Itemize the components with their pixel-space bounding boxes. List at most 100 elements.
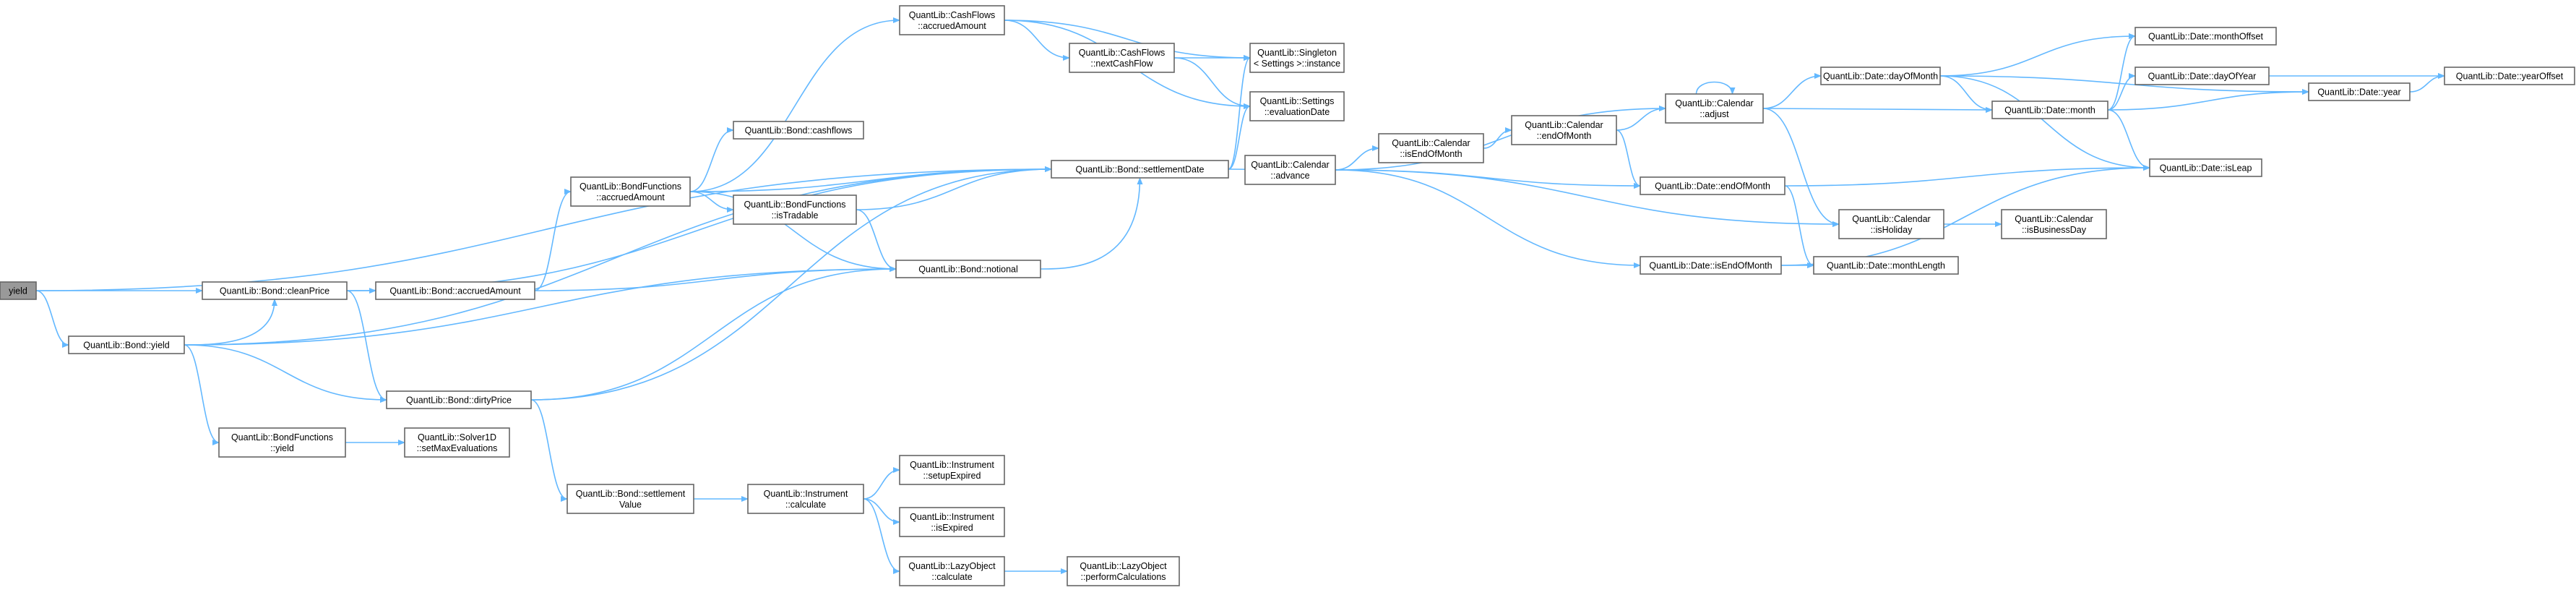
- node-label: QuantLib::Solver1D: [418, 432, 496, 442]
- node-instrument-setupExpired[interactable]: QuantLib::Instrument::setupExpired: [899, 455, 1005, 485]
- node-date-monthOffset[interactable]: QuantLib::Date::monthOffset: [2135, 27, 2277, 46]
- edge-calendar_advance-to-calendar_isHoliday: [1335, 169, 1840, 227]
- node-box: [1051, 160, 1229, 179]
- node-box: [1244, 155, 1336, 185]
- node-lazyobject-calculate[interactable]: QuantLib::LazyObject::calculate: [899, 556, 1005, 586]
- node-calendar-advance[interactable]: QuantLib::Calendar::advance: [1244, 155, 1336, 185]
- node-label: QuantLib::Instrument: [910, 460, 994, 470]
- node-label: QuantLib::Instrument: [910, 512, 994, 522]
- node-label: QuantLib::Date::endOfMonth: [1655, 181, 1770, 192]
- node-date-dayOfYear[interactable]: QuantLib::Date::dayOfYear: [2135, 67, 2270, 85]
- edge-bond_yield-to-bond_settlementDate: [184, 166, 1052, 346]
- node-box: [1069, 43, 1175, 73]
- node-bond-notional[interactable]: QuantLib::Bond::notional: [895, 260, 1041, 278]
- node-instrument-calculate[interactable]: QuantLib::Instrument::calculate: [747, 484, 864, 514]
- edge-date_dayOfMonth-to-date_isLeap: [1939, 75, 2150, 171]
- node-label: ::setupExpired: [923, 471, 981, 481]
- node-box: [1813, 256, 1959, 275]
- node-label: QuantLib::Calendar: [1852, 214, 1930, 224]
- node-bondfunctions-isTradable[interactable]: QuantLib::BondFunctions::isTradable: [733, 194, 857, 225]
- node-bond-settlementDate[interactable]: QuantLib::Bond::settlementDate: [1051, 160, 1229, 179]
- node-label: QuantLib::CashFlows: [1079, 48, 1166, 58]
- node-label: QuantLib::Bond::dirtyPrice: [406, 396, 512, 406]
- node-box: [899, 5, 1005, 35]
- node-bondfunctions-accruedAmount[interactable]: QuantLib::BondFunctions::accruedAmount: [570, 176, 691, 207]
- node-yield-root[interactable]: yield: [0, 281, 37, 300]
- node-box: [1378, 133, 1484, 163]
- node-label: QuantLib::Bond::yield: [83, 341, 170, 351]
- node-date-yearOffset[interactable]: QuantLib::Date::yearOffset: [2444, 67, 2575, 85]
- node-cashflows-accruedAmount[interactable]: QuantLib::CashFlows::accruedAmount: [899, 5, 1005, 35]
- node-box: [0, 281, 37, 300]
- node-box: [899, 455, 1005, 485]
- node-date-year[interactable]: QuantLib::Date::year: [2308, 82, 2411, 101]
- node-label: ::setMaxEvaluations: [417, 443, 498, 453]
- node-calendar-isBusinessDay[interactable]: QuantLib::Calendar::isBusinessDay: [2001, 209, 2107, 239]
- node-label: QuantLib::Instrument: [764, 489, 848, 499]
- node-bond-cleanPrice[interactable]: QuantLib::Bond::cleanPrice: [202, 281, 348, 300]
- node-label: ::performCalculations: [1080, 572, 1166, 582]
- edge-bond_settlementDate-to-singleton_instance: [1228, 55, 1251, 170]
- node-settings-evaluationDate[interactable]: QuantLib::Settings::evaluationDate: [1249, 91, 1345, 121]
- node-calendar-endOfMonth[interactable]: QuantLib::Calendar::endOfMonth: [1511, 115, 1617, 145]
- node-label: ::yield: [270, 443, 294, 453]
- edge-calendar_advance-to-calendar_adjust: [1335, 106, 1666, 171]
- node-box: [2135, 67, 2270, 85]
- node-box: [68, 335, 185, 354]
- node-label: ::isHoliday: [1871, 225, 1913, 235]
- node-label: QuantLib::Bond::notional: [918, 265, 1018, 275]
- node-label: QuantLib::Date::yearOffset: [2456, 72, 2564, 82]
- edge-bond_yield-to-bond_cleanPrice: [184, 299, 277, 346]
- node-label: QuantLib::Bond::accruedAmount: [389, 286, 521, 296]
- edge-date_dayOfMonth-to-date_year: [1939, 75, 2309, 95]
- node-date-monthLength[interactable]: QuantLib::Date::monthLength: [1813, 256, 1959, 275]
- edge-calendar_adjust-to-calendar_adjust: [1695, 81, 1736, 95]
- node-bond-accruedAmount[interactable]: QuantLib::Bond::accruedAmount: [375, 281, 535, 300]
- node-calendar-adjust[interactable]: QuantLib::Calendar::adjust: [1665, 93, 1764, 124]
- node-lazyobject-performCalculations[interactable]: QuantLib::LazyObject::performCalculation…: [1067, 556, 1180, 586]
- node-label: QuantLib::Settings: [1260, 96, 1335, 106]
- node-box: [570, 176, 691, 207]
- node-calendar-isEndOfMonth[interactable]: QuantLib::Calendar::isEndOfMonth: [1378, 133, 1484, 163]
- edge-calendar_adjust-to-date_dayOfMonth: [1762, 73, 1822, 109]
- edge-bond_accruedAmount-to-bond_notional: [534, 266, 897, 291]
- node-instrument-isExpired[interactable]: QuantLib::Instrument::isExpired: [899, 507, 1005, 537]
- node-singleton-instance[interactable]: QuantLib::Singleton< Settings >::instanc…: [1249, 43, 1345, 73]
- node-box: [1838, 209, 1944, 239]
- node-solver-setMaxEval[interactable]: QuantLib::Solver1D::setMaxEvaluations: [404, 427, 510, 458]
- edge-date_dayOfMonth-to-date_month: [1939, 75, 1993, 113]
- node-label: QuantLib::Calendar: [1392, 138, 1470, 148]
- node-label: < Settings >::instance: [1254, 59, 1340, 69]
- node-date-isEndOfMonth[interactable]: QuantLib::Date::isEndOfMonth: [1640, 256, 1782, 275]
- node-box: [747, 484, 864, 514]
- node-label: QuantLib::Date::month: [2004, 106, 2095, 116]
- edge-date_month-to-date_monthOffset: [2107, 33, 2136, 111]
- node-cashflows-nextCashFlow[interactable]: QuantLib::CashFlows::nextCashFlow: [1069, 43, 1175, 73]
- edge-calendar_advance-to-calendar_isEndOfMonth: [1335, 145, 1379, 171]
- node-box: [2149, 158, 2262, 177]
- node-bond-yield[interactable]: QuantLib::Bond::yield: [68, 335, 185, 354]
- node-label: ::calculate: [931, 572, 972, 582]
- node-label: QuantLib::Bond::cashflows: [745, 126, 853, 136]
- node-label: ::advance: [1270, 171, 1309, 181]
- node-bondfunctions-yield[interactable]: QuantLib::BondFunctions::yield: [218, 427, 346, 458]
- node-date-endOfMonth[interactable]: QuantLib::Date::endOfMonth: [1640, 176, 1785, 195]
- edge-date_dayOfMonth-to-date_monthOffset: [1939, 33, 2136, 77]
- node-date-isLeap[interactable]: QuantLib::Date::isLeap: [2149, 158, 2262, 177]
- edge-bondfunctions_accruedAmount-to-bond_settlementDate: [689, 166, 1052, 192]
- node-label: ::endOfMonth: [1537, 131, 1592, 141]
- edge-date_endOfMonth-to-date_monthLength: [1784, 185, 1814, 268]
- edge-cashflows_accruedAmount-to-cashflows_nextCashFlow: [1004, 20, 1070, 61]
- node-label: QuantLib::Bond::settlement: [576, 489, 686, 499]
- edge-bond_dirtyPrice-to-bond_notional: [530, 266, 897, 401]
- node-label: ::accruedAmount: [918, 21, 986, 31]
- node-box: [899, 507, 1005, 537]
- node-label: ::accruedAmount: [596, 192, 665, 202]
- node-date-dayOfMonth[interactable]: QuantLib::Date::dayOfMonth: [1820, 67, 1941, 85]
- edge-cashflows_accruedAmount-to-singleton_instance: [1004, 20, 1251, 61]
- node-bond-cashflows[interactable]: QuantLib::Bond::cashflows: [733, 121, 864, 140]
- node-date-month[interactable]: QuantLib::Date::month: [1991, 101, 2108, 119]
- node-bond-dirtyPrice[interactable]: QuantLib::Bond::dirtyPrice: [386, 390, 532, 409]
- node-calendar-isHoliday[interactable]: QuantLib::Calendar::isHoliday: [1838, 209, 1944, 239]
